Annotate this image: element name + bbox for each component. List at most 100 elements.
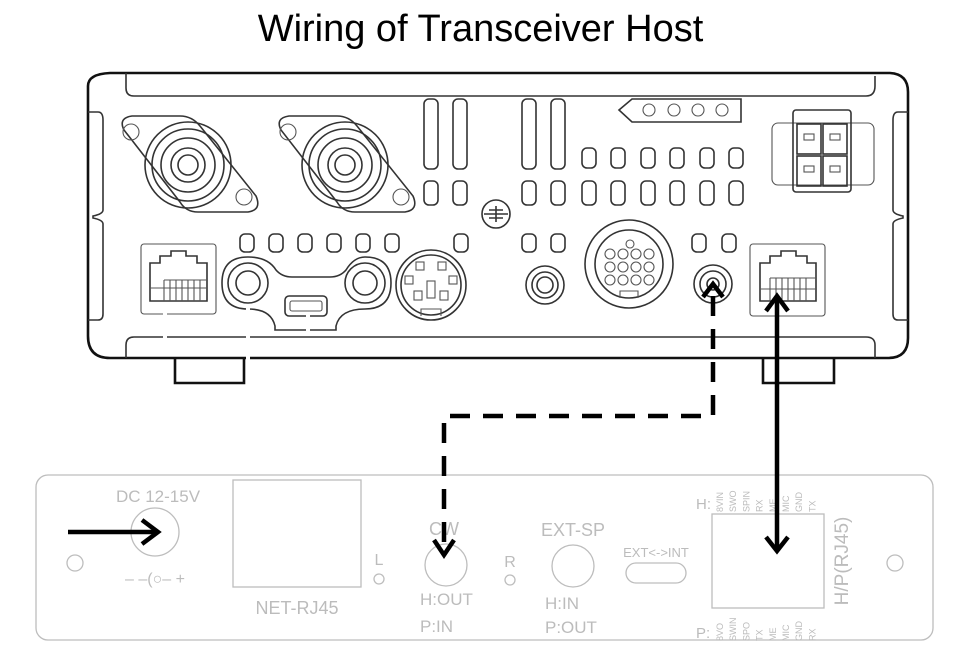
vent-slot [239, 233, 255, 253]
vent-slot [610, 180, 626, 206]
vent-slot [699, 147, 715, 169]
host-body-outline [86, 71, 910, 360]
host-right-tab [892, 111, 908, 321]
h-pin-label: ME [768, 499, 778, 513]
vent-slot [453, 233, 469, 253]
vent-slot [521, 180, 537, 206]
vent-slot-tall [521, 98, 537, 170]
vent-slot [699, 180, 715, 206]
host-rj45-left [140, 243, 217, 315]
adapter-panel: DC 12-15V – –(○– + NET-RJ45 L CW H:OUT P… [35, 474, 934, 642]
connector-pin [617, 274, 629, 286]
vent-slot [721, 233, 737, 253]
vent-slot [728, 180, 744, 206]
host-left-tab [88, 111, 104, 321]
led-right [504, 574, 516, 586]
host-jack-group [221, 256, 392, 331]
vent-slot [423, 180, 439, 206]
vent-slots [239, 98, 744, 253]
vent-slot-tall [452, 98, 468, 170]
connector-pin [604, 248, 616, 260]
vent-slot [550, 180, 566, 206]
vent-slot [521, 233, 537, 253]
h-pin-label: SWO [728, 491, 738, 513]
switch-label: EXT<->INT [623, 545, 689, 560]
extsp-h-label: H:IN [545, 594, 579, 613]
vent-slot [297, 233, 313, 253]
net-rj45-label: NET-RJ45 [255, 598, 338, 618]
h-prefix: H: [696, 496, 711, 513]
vent-slot [640, 147, 656, 169]
host-rj45-right [749, 243, 826, 317]
connector-pin [604, 261, 616, 273]
vent-slot [610, 147, 626, 169]
cw-jack[interactable] [424, 543, 468, 587]
vent-slot [326, 233, 342, 253]
extsp-jack[interactable] [551, 544, 595, 588]
dc-label: DC 12-15V [116, 487, 201, 506]
hp-rj45-port[interactable] [711, 513, 825, 609]
host-inner-panel [125, 73, 876, 97]
extsp-label: EXT-SP [541, 520, 605, 540]
vent-slot [550, 233, 566, 253]
adapter-panel-outline [35, 474, 934, 641]
dc-polarity: – –(○– + [125, 571, 185, 588]
cw-cable-dashed [432, 280, 725, 560]
h-pin-label: MIC [781, 495, 791, 512]
panel-mount-hole-right [886, 554, 904, 572]
vent-slot [691, 233, 707, 253]
connector-pin [617, 261, 629, 273]
p-pin-label: SPO [741, 622, 751, 641]
host-faded-gaps [163, 305, 310, 392]
vent-slot-tall [423, 98, 439, 170]
vent-slot-tall [550, 98, 566, 170]
vent-slot [669, 180, 685, 206]
handset-cable [764, 292, 790, 555]
connector-pin [630, 274, 642, 286]
vent-slot [581, 147, 597, 169]
net-rj45-port[interactable] [232, 479, 362, 588]
vent-slot [384, 233, 400, 253]
vent-slot [452, 180, 468, 206]
cw-p-label: P:IN [420, 617, 453, 636]
power-cable-arrow [68, 518, 162, 546]
panel-mount-hole-left [66, 554, 84, 572]
p-pin-label: 8VO [715, 623, 725, 641]
vent-slot [581, 180, 597, 206]
h-pin-label: TX [807, 500, 817, 512]
connector-pin [630, 248, 642, 260]
p-pin-label: MIC [781, 624, 791, 641]
round-data-connector [584, 219, 674, 309]
host-inner-bottom [125, 336, 876, 358]
diagram-title: Wiring of Transceiver Host [257, 8, 704, 50]
connector-pin [643, 261, 655, 273]
ext-int-switch[interactable] [625, 562, 687, 584]
rca-jack [525, 265, 565, 305]
h-pin-label: GND [794, 492, 804, 513]
led-left [373, 573, 385, 585]
led-left-label: L [375, 552, 384, 569]
connector-pin [604, 274, 616, 286]
ground-screw [481, 199, 511, 229]
mini-din-connector [395, 249, 467, 321]
connector-pin [643, 274, 655, 286]
p-pin-label: TX [755, 629, 765, 641]
connector-pin [643, 248, 655, 260]
hp-rj45-label: H/P(RJ45) [832, 517, 853, 606]
h-pin-label: RX [755, 499, 765, 512]
connector-pin [630, 261, 642, 273]
h-pin-label: 8VIN [715, 492, 725, 512]
vent-slot [669, 147, 685, 169]
p-pin-label: SWIN [728, 618, 738, 642]
p-pin-label: RX [807, 628, 817, 641]
tuner-connector [617, 98, 742, 123]
host-right-foot [761, 358, 836, 385]
p-prefix: P: [696, 625, 710, 642]
connector-pin [617, 248, 629, 260]
vent-slot [268, 233, 284, 253]
h-pin-label: SPIN [741, 491, 751, 512]
vent-slot [640, 180, 656, 206]
p-pin-label: GND [794, 621, 804, 642]
dc-power-connector [771, 109, 875, 193]
p-pin-label: ME [768, 628, 778, 642]
